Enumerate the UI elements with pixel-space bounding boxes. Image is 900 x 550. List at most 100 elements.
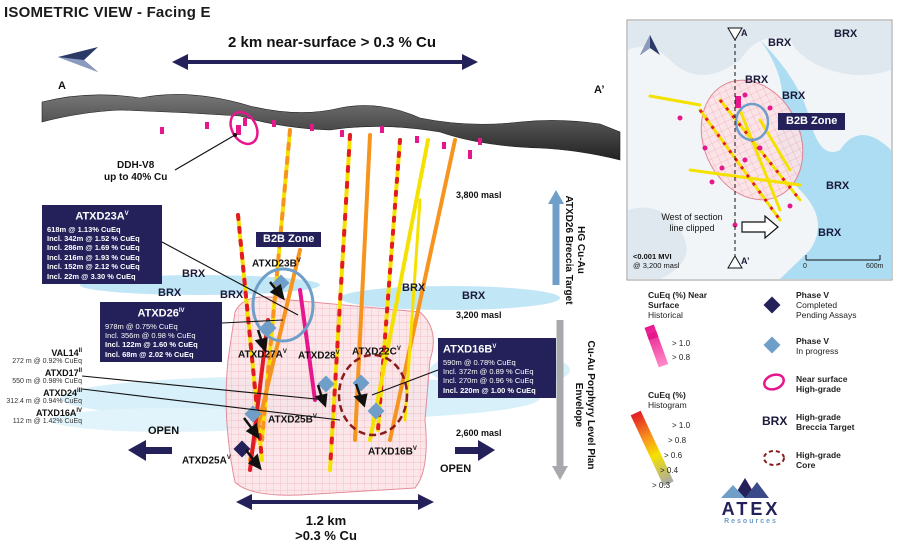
inset-map: [626, 19, 893, 281]
inset-clip-note: West of section line clipped: [650, 212, 734, 234]
bottom-span-label: 1.2 km >0.3 % Cu: [286, 513, 366, 543]
section-a-label: A: [58, 80, 66, 92]
legend-hist-v2: > 0.8: [668, 436, 687, 445]
leader-lines: [81, 241, 439, 421]
legend-ns-line2: Surface: [648, 300, 680, 310]
brx-label-4: BRX: [402, 282, 426, 294]
atxd16b-name: ATXD16B: [443, 343, 493, 356]
legend-ns-line1: CuEq (%) Near: [648, 290, 708, 300]
legend-near-surface-hg: Near surface High-grade: [796, 374, 848, 394]
atxd26-row: Incl. 356m @ 0.98 % CuEq: [105, 331, 196, 341]
hole-label-atxd22c: ATXD22CV: [352, 346, 401, 358]
bottom-span-arrow: [236, 494, 434, 510]
side-bar-lower: [552, 320, 568, 480]
atxd26-sup: IV: [178, 308, 185, 314]
side-upper-line2: ATXD26 Breccia Target: [563, 195, 574, 305]
open-right-arrow: [455, 440, 495, 461]
side-lower-line2: Envelope: [573, 382, 584, 428]
legend-near-surface: CuEq (%) Near Surface Historical: [648, 290, 707, 320]
legend-phase5-completed: Phase V Completed Pending Assays: [796, 290, 857, 320]
atex-logo-icon: [721, 478, 769, 498]
atxd16b-row: Incl. 270m @ 0.96 % CuEq: [443, 376, 534, 386]
elevation-3200: 3,200 masl: [456, 310, 502, 320]
hole-label-atxd16b: ATXD16BV: [368, 446, 417, 458]
open-right-label: OPEN: [440, 463, 472, 475]
inset-b2b-zone-badge: B2B Zone: [778, 113, 846, 131]
inset-brx-4: BRX: [782, 90, 806, 102]
atxd23a-row: Incl. 342m @ 1.52 % CuEq: [47, 234, 140, 244]
atxd23a-row: Incl. 152m @ 2.12 % CuEq: [47, 262, 140, 272]
top-span-label: 2 km near-surface > 0.3 % Cu: [228, 34, 437, 51]
logo-name: ATEX: [721, 499, 781, 519]
atxd26-name: ATXD26: [137, 307, 179, 320]
top-span-arrow: [172, 54, 478, 70]
legend-ns-v2: > 0.8: [672, 353, 691, 362]
ddh-v8-grade: up to 40% Cu: [104, 172, 168, 183]
topography-surface: [41, 94, 621, 161]
historical-hole-item: VAL14II 272 m @ 0.92% CuEq: [12, 348, 82, 365]
legend-phase5-progress: Phase V In progress: [796, 336, 839, 356]
inset-clip-line1: West of section: [661, 212, 723, 222]
legend-hg-core: High-grade Core: [796, 450, 841, 470]
side-bar-upper: [548, 190, 564, 285]
atxd16b-row: 590m @ 0.78% CuEq: [443, 357, 516, 367]
atxd23a-row: 618m @ 1.13% CuEq: [47, 224, 121, 234]
hole-label-atxd25b: ATXD25BV: [268, 414, 317, 426]
brx-label-1: BRX: [182, 268, 206, 280]
atxd26-row: 978m @ 0.75% CuEq: [105, 321, 178, 331]
b2b-zone-badge: B2B Zone: [256, 232, 322, 248]
side-upper-line1: HG Cu-Au: [575, 226, 586, 274]
atxd23a-row: Incl. 286m @ 1.69 % CuEq: [47, 243, 140, 253]
legend-histogram: CuEq (%) Histogram: [648, 390, 687, 410]
inset-brx-3: BRX: [745, 74, 769, 86]
historical-hole-item: ATXD17II 550 m @ 0.98% CuEq: [12, 368, 82, 385]
legend-hist-v1: > 1.0: [672, 421, 691, 430]
atxd23a-sup: V: [124, 211, 129, 217]
ddh-v8-label: DDH-V8 up to 40% Cu: [104, 160, 167, 184]
inset-brx-6: BRX: [818, 227, 842, 239]
historical-holes: VAL14II 272 m @ 0.92% CuEq ATXD17II 550 …: [2, 348, 82, 425]
legend-ns-v1: > 1.0: [672, 339, 691, 348]
hole-label-atxd28: ATXD28V: [298, 350, 340, 362]
legend-graphics: [630, 296, 785, 487]
section-a-prime-label: A’: [594, 84, 605, 96]
inset-a-prime-label: A’: [741, 256, 750, 266]
inset-brx-2: BRX: [834, 28, 858, 40]
atxd16b-row: Incl. 372m @ 0.89 % CuEq: [443, 367, 534, 377]
inset-brx-1: BRX: [768, 37, 792, 49]
north-arrow-icon: [58, 47, 98, 72]
atex-logo: ATEX Resources: [696, 500, 806, 525]
legend-brx-text: High-grade Breccia Target: [796, 412, 855, 432]
bottom-span-line1: 1.2 km: [305, 513, 347, 528]
atxd23a-result-box: ATXD23AV 618m @ 1.13% CuEq Incl. 342m @ …: [42, 205, 162, 285]
legend-ns-line3: Historical: [648, 310, 683, 320]
inset-a-label: A: [741, 28, 748, 38]
inset-mvi-line1: <0.001 MVI: [633, 252, 672, 261]
historical-hole-item: ATXD16AIV 112 m @ 1.42% CuEq: [12, 408, 82, 425]
inset-clip-line2: line clipped: [669, 223, 715, 233]
brx-label-5: BRX: [462, 290, 486, 302]
legend-hist-line1: CuEq (%): [648, 390, 686, 400]
hole-label-atxd25a: ATXD25AV: [182, 455, 231, 467]
inset-scale-0: 0: [803, 263, 807, 270]
b2b-zone-ellipse: [251, 267, 315, 343]
ddh-v8-name: DDH-V8: [117, 160, 155, 171]
legend-hist-v4: > 0.4: [660, 466, 679, 475]
brx-label-3: BRX: [220, 289, 244, 301]
brx-label-2: BRX: [158, 287, 182, 299]
atxd26-row: Incl. 68m @ 2.02 % CuEq: [105, 349, 194, 359]
high-grade-core-ellipse: [337, 353, 409, 437]
elevation-3800: 3,800 masl: [456, 190, 502, 200]
page-title: ISOMETRIC VIEW - Facing E: [4, 4, 211, 21]
legend-hist-v5: > 0.3: [652, 481, 671, 490]
inset-scale-600: 600m: [866, 263, 884, 270]
logo-sub: Resources: [724, 518, 778, 525]
inset-mvi-note: <0.001 MVI @ 3,200 masl: [633, 252, 679, 270]
elevation-2600: 2,600 masl: [456, 428, 502, 438]
inset-north-arrow-icon: [640, 35, 660, 55]
near-surface-samples: [160, 118, 482, 159]
atxd23a-name: ATXD23A: [75, 210, 125, 223]
legend-brx-symbol: BRX: [762, 414, 788, 428]
atxd16b-sup: V: [492, 344, 497, 350]
